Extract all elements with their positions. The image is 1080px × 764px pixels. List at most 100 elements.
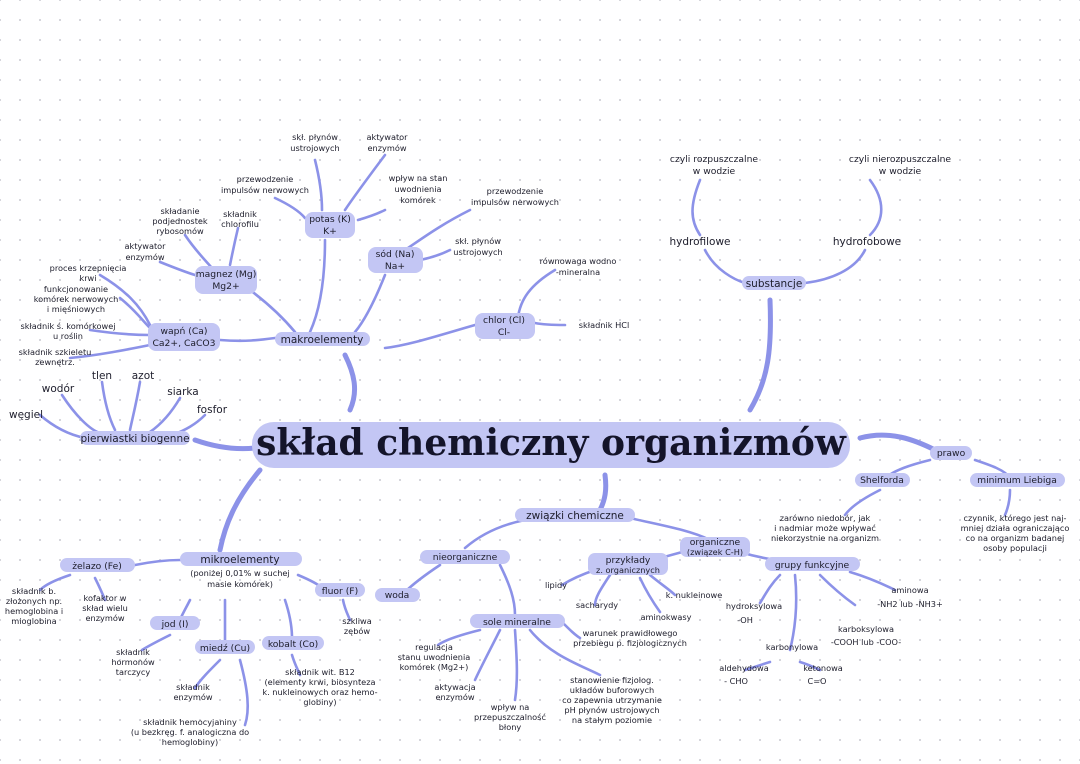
note-text: k. nukleinowych oraz hemo- bbox=[262, 687, 377, 697]
note-text: karbonylowa bbox=[766, 642, 818, 652]
note-text: ketonowa bbox=[803, 663, 843, 673]
note-text: impulsów nerwowych bbox=[221, 185, 309, 195]
note-text: aktywacja bbox=[434, 682, 475, 692]
note-text: przepuszczalność bbox=[474, 712, 546, 722]
highlights bbox=[60, 212, 1065, 654]
note-text: równowaga wodno bbox=[540, 256, 617, 266]
note-text: karboksylowa bbox=[838, 624, 894, 634]
note-text: hemoglobiny) bbox=[162, 737, 218, 747]
connector-line bbox=[533, 321, 567, 327]
macro-label: makroelementy bbox=[281, 334, 364, 346]
hydrophobic-note-2: w wodzie bbox=[879, 166, 922, 177]
example-item: aminokwasy bbox=[640, 612, 691, 622]
shelford-label: Shelforda bbox=[860, 475, 904, 486]
connector-line bbox=[100, 380, 117, 432]
biogenic-label: pierwiastki biogenne bbox=[80, 433, 189, 445]
magnesium-ion: Mg2+ bbox=[212, 281, 239, 292]
note-text: warunek prawidłowego bbox=[583, 628, 678, 638]
substances-label: substancje bbox=[746, 278, 803, 290]
connector-line bbox=[648, 573, 677, 597]
connector-line bbox=[1003, 488, 1012, 517]
note-text: ustrojowych bbox=[290, 143, 339, 153]
note-text: -OH bbox=[737, 615, 753, 625]
highlight-marker bbox=[150, 616, 200, 630]
note-text: - CHO bbox=[724, 676, 748, 686]
highlight-marker bbox=[305, 212, 355, 238]
note-text: mioglobina bbox=[11, 616, 56, 626]
note-text: szkliwa bbox=[342, 616, 372, 626]
note-text: składnik bbox=[223, 209, 257, 219]
connector-line bbox=[743, 660, 772, 672]
highlight-marker bbox=[195, 640, 255, 654]
chlorine-label: chlor (Cl) bbox=[483, 315, 525, 326]
note-text: z. organicznych bbox=[596, 565, 660, 575]
note-text: i mięśniowych bbox=[47, 304, 105, 314]
example-item: k. nukleinowe bbox=[666, 590, 723, 600]
connector-line bbox=[638, 576, 662, 614]
highlight-marker bbox=[742, 276, 806, 290]
connector-line bbox=[133, 558, 182, 567]
note-text: rybosomów bbox=[156, 226, 204, 236]
note-text: na stałym poziomie bbox=[572, 715, 652, 725]
note-text: składnik szkieletu bbox=[19, 347, 92, 357]
connector-line bbox=[473, 628, 502, 682]
examples-label: przykłady bbox=[606, 555, 651, 566]
connector-line bbox=[68, 343, 152, 360]
calcium-label: wapń (Ca) bbox=[161, 326, 208, 337]
note-text: skład wielu bbox=[82, 603, 128, 613]
note-text: -COOH lub -COO- bbox=[831, 637, 901, 647]
connector-line bbox=[128, 380, 142, 432]
note-text: (u bezkręg. f. analogiczna do bbox=[131, 727, 249, 737]
connector-line bbox=[38, 413, 87, 440]
note-text: proces krzepnięcia bbox=[50, 263, 127, 273]
organic-label: organiczne bbox=[690, 537, 741, 548]
highlight-marker bbox=[515, 508, 635, 522]
note-text: -mineralna bbox=[556, 267, 600, 277]
salts-label: sole mineralne bbox=[483, 617, 551, 628]
connector-line bbox=[273, 196, 307, 220]
note-text: enzymów bbox=[435, 692, 474, 702]
connector-line bbox=[118, 296, 152, 330]
note-text: osoby populacji bbox=[983, 543, 1047, 553]
note-text: aldehydowa bbox=[719, 663, 768, 673]
note-text: przewodzenie bbox=[237, 174, 294, 184]
connector-line bbox=[238, 658, 250, 727]
note-text: wpływ na stan bbox=[389, 173, 448, 183]
highlight-marker bbox=[470, 614, 565, 628]
connector-line bbox=[98, 273, 152, 327]
note-text: składnik bbox=[116, 647, 150, 657]
note-text: czynnik, którego jest naj- bbox=[963, 513, 1066, 523]
note-text: C=O bbox=[807, 676, 826, 686]
connector-line bbox=[593, 573, 612, 607]
highlight-marker bbox=[765, 557, 860, 571]
hydrophobic-label: hydrofobowe bbox=[833, 236, 901, 248]
connector-line bbox=[343, 153, 387, 212]
note-text: składnik HCl bbox=[579, 320, 630, 330]
note-text: uwodnienia bbox=[394, 184, 441, 194]
connector-line bbox=[313, 158, 324, 212]
connector-line bbox=[140, 633, 172, 652]
note-text: funkcjonowanie bbox=[44, 284, 108, 294]
note-text: złożonych np. bbox=[6, 596, 62, 606]
note-text: masie komórek) bbox=[207, 579, 273, 589]
connector-line bbox=[290, 653, 302, 677]
note-text: i nadmiar może wpływać bbox=[774, 523, 876, 533]
note-text: enzymów bbox=[85, 613, 124, 623]
hydrophilic-note-2: w wodzie bbox=[693, 166, 736, 177]
connector-line bbox=[818, 573, 857, 607]
highlight-marker bbox=[855, 473, 910, 487]
macro-branch: makroelementy potas (K) K+ skł. płynów u… bbox=[19, 132, 630, 367]
note-text: co na organizm badanej bbox=[966, 533, 1065, 543]
connector-line bbox=[88, 328, 152, 337]
connector-line bbox=[183, 233, 214, 270]
water-label: woda bbox=[385, 590, 410, 601]
connector-line bbox=[356, 208, 387, 222]
note-text: błony bbox=[499, 722, 522, 732]
note-text: enzymów bbox=[125, 252, 164, 262]
biogenic-item: węgiel bbox=[9, 409, 43, 421]
compounds-branch: związki chemiczne nieorganiczne woda sol… bbox=[385, 510, 943, 732]
connector-title-micro bbox=[217, 467, 263, 553]
note-text: -NH2 lub -NH3+ bbox=[877, 599, 943, 609]
connector-line bbox=[798, 660, 822, 672]
